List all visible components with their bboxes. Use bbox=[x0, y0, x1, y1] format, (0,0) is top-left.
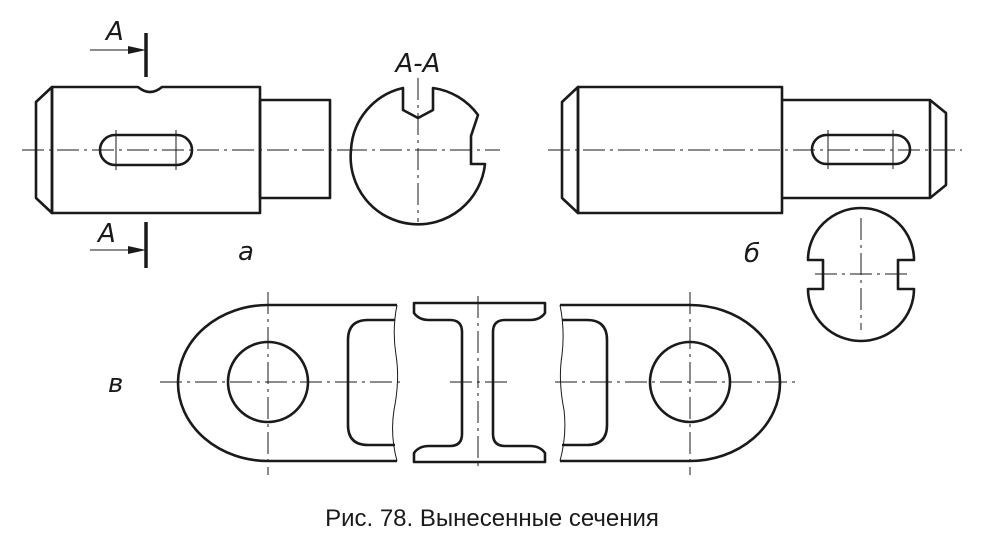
section-a-a: A-A bbox=[345, 49, 500, 226]
cut-label-top: A bbox=[104, 17, 124, 47]
section-b bbox=[806, 206, 916, 343]
section-title: A-A bbox=[394, 49, 441, 79]
shaft-view-a bbox=[22, 85, 345, 215]
figure-caption: Рис. 78. Вынесенные сечения bbox=[325, 505, 659, 532]
i-beam-section bbox=[412, 296, 547, 470]
link-left-part bbox=[160, 292, 400, 475]
shaft-view-b bbox=[548, 85, 962, 215]
view-label-a: a bbox=[238, 237, 254, 267]
cut-mark-top: A bbox=[90, 17, 148, 77]
view-label-v: в bbox=[108, 369, 123, 399]
link-right-part bbox=[555, 292, 795, 475]
cut-mark-bottom: A bbox=[90, 219, 148, 268]
cut-label-bottom: A bbox=[96, 219, 116, 249]
view-label-b: б bbox=[744, 239, 760, 269]
